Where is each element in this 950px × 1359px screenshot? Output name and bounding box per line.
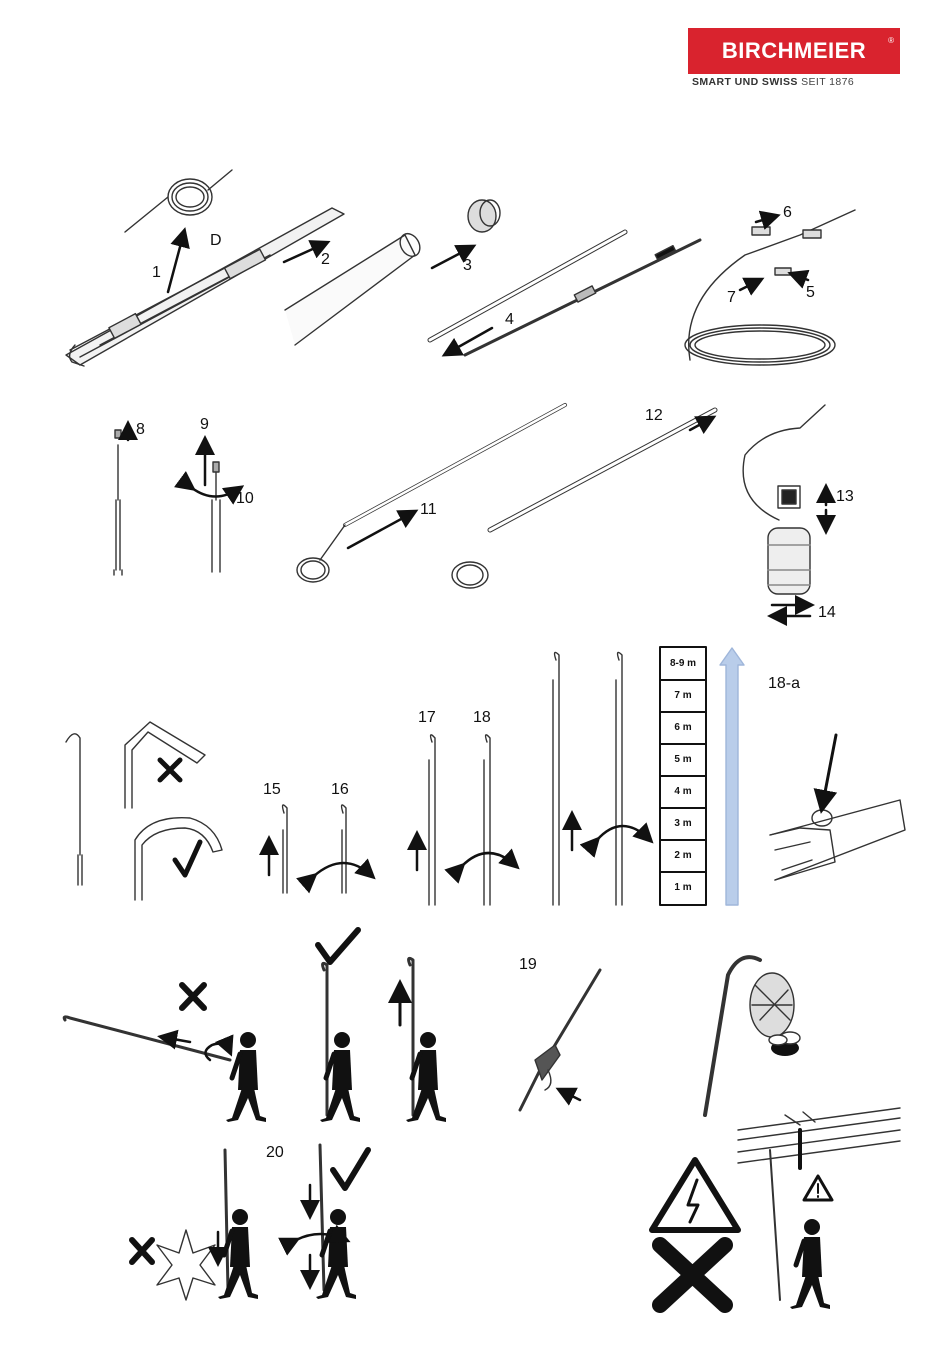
step-label-10: 10 bbox=[236, 491, 254, 507]
check-icon-lower bbox=[333, 1150, 368, 1188]
figure-power-lines bbox=[738, 1108, 900, 1309]
figure-carry-right bbox=[320, 958, 446, 1122]
arrow-5 bbox=[792, 274, 808, 280]
figure-hose-coil bbox=[685, 210, 855, 365]
step-label-11: 11 bbox=[420, 502, 437, 518]
ruler-cell: 8-9 m bbox=[661, 648, 705, 681]
step-label-7: 7 bbox=[727, 290, 736, 306]
step-label-4: 4 bbox=[505, 312, 514, 328]
height-ruler: 8-9 m 7 m 6 m 5 m 4 m 3 m 2 m 1 m bbox=[661, 648, 705, 904]
cross-icon-voltage bbox=[660, 1245, 725, 1305]
step-label-16: 16 bbox=[331, 782, 349, 798]
arrow-1 bbox=[168, 232, 184, 292]
arrow-16 bbox=[314, 863, 372, 876]
warning-triangle-icon bbox=[804, 1176, 832, 1200]
figure-extend-15-16 bbox=[283, 652, 622, 905]
height-arrow bbox=[720, 648, 744, 905]
ruler-cell: 1 m bbox=[661, 872, 705, 903]
step-label-8: 8 bbox=[136, 422, 145, 438]
step-label-12: 12 bbox=[645, 408, 663, 424]
figure-carry-wrong bbox=[64, 1017, 266, 1122]
step-label-19: 19 bbox=[519, 957, 537, 973]
arrow-6 bbox=[756, 216, 776, 222]
arrow-rotate-large bbox=[597, 826, 650, 840]
ruler-cell: 6 m bbox=[661, 712, 705, 745]
figure-clamp-ring bbox=[770, 800, 905, 880]
step-label-3: 3 bbox=[463, 258, 472, 274]
figure-hook-shapes bbox=[66, 722, 222, 900]
cross-icon bbox=[160, 760, 180, 780]
arrow-18a bbox=[822, 735, 836, 808]
step-label-2: 2 bbox=[321, 252, 330, 268]
ruler-cell: 7 m bbox=[661, 680, 705, 713]
cross-icon-lower bbox=[132, 1240, 152, 1262]
figure-pole-coil-11 bbox=[297, 405, 565, 582]
ruler-cell: 4 m bbox=[661, 776, 705, 809]
figure-sprayer bbox=[743, 405, 825, 594]
figure-pole-coil-12 bbox=[452, 410, 715, 588]
high-voltage-icon bbox=[652, 1160, 738, 1230]
ruler-cell: 5 m bbox=[661, 744, 705, 777]
figure-pole-parts bbox=[430, 232, 700, 355]
arrow-7 bbox=[740, 280, 760, 290]
figure-lower-right bbox=[316, 1145, 356, 1299]
arrow-4 bbox=[446, 328, 492, 354]
step-label-6: 6 bbox=[783, 205, 792, 221]
step-label-20: 20 bbox=[266, 1145, 284, 1161]
step-label-14: 14 bbox=[818, 605, 836, 621]
step-label-13: 13 bbox=[836, 489, 854, 505]
step-label-1: 1 bbox=[152, 265, 161, 281]
ruler-cell: 3 m bbox=[661, 808, 705, 841]
step-label-18a: 18-a bbox=[768, 676, 800, 692]
step-label-5: 5 bbox=[806, 285, 815, 301]
step-label-9: 9 bbox=[200, 417, 209, 433]
arrow-18 bbox=[462, 853, 516, 866]
check-icon bbox=[175, 842, 200, 875]
figure-lower-wrong bbox=[157, 1150, 258, 1300]
arrow-carry-left bbox=[162, 1037, 190, 1042]
check-icon-carry bbox=[318, 930, 358, 962]
step-label-d: D bbox=[210, 233, 222, 249]
step-label-15: 15 bbox=[263, 782, 281, 798]
cross-icon-carry bbox=[182, 985, 204, 1008]
step-label-17: 17 bbox=[418, 710, 436, 726]
arrow-19 bbox=[560, 1090, 580, 1100]
arrow-2 bbox=[284, 243, 326, 262]
bee-icon bbox=[769, 1032, 800, 1056]
ruler-cell: 2 m bbox=[661, 840, 705, 873]
step-label-18: 18 bbox=[473, 710, 491, 726]
